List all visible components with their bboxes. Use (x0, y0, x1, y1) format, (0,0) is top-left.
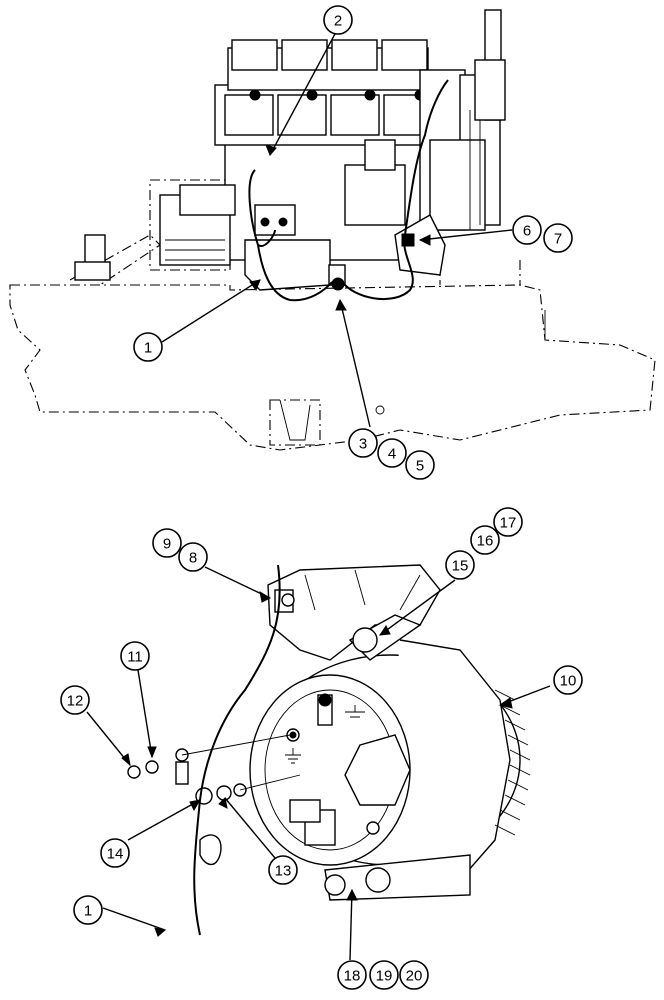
callout-label: 9 (163, 536, 171, 553)
cooling-fan (494, 689, 531, 836)
callout-c15: 15 (445, 550, 475, 580)
callout-c1b: 1 (73, 895, 103, 925)
callout-label: 10 (560, 673, 577, 690)
wiring-harness (248, 79, 449, 302)
callout-circle (399, 960, 429, 990)
callout-circle (323, 5, 353, 35)
callout-circle (445, 550, 475, 580)
callout-label: 20 (406, 968, 423, 985)
callout-label: 13 (275, 863, 292, 880)
callout-label: 6 (523, 223, 531, 240)
alternator-terminal-icon (345, 705, 365, 718)
shaft-nut (344, 734, 411, 806)
callout-circle (152, 528, 182, 558)
front-cover (74, 184, 236, 281)
engine-view (9, 9, 656, 451)
callout-c8: 8 (178, 542, 208, 572)
callout-circle (512, 215, 542, 245)
callout-label: 12 (67, 693, 84, 710)
callout-circle (493, 507, 523, 537)
callout-circle (470, 525, 500, 555)
callout-circle (405, 450, 435, 480)
callout-label: 5 (416, 458, 424, 475)
callout-c11: 11 (120, 641, 150, 671)
callout-label: 16 (477, 533, 494, 550)
callout-c7: 7 (543, 223, 573, 253)
callout-label: 4 (388, 446, 396, 463)
callout-circle (377, 438, 407, 468)
callout-circle (337, 960, 367, 990)
callout-c17: 17 (493, 507, 523, 537)
callout-circle (348, 428, 378, 458)
callout-circle (543, 223, 573, 253)
callout-c14: 14 (100, 838, 130, 868)
callout-c13: 13 (268, 855, 298, 885)
callout-circle (553, 665, 583, 695)
callout-c5: 5 (405, 450, 435, 480)
frame-outline (9, 284, 656, 451)
callout-c12: 12 (60, 685, 90, 715)
callout-label: 18 (344, 968, 361, 985)
callout-label: 1 (84, 903, 92, 920)
callout-circle (133, 332, 163, 362)
callout-c20: 20 (399, 960, 429, 990)
callout-label: 15 (452, 558, 469, 575)
callout-c2: 2 (323, 5, 353, 35)
wiring-harness-lower (193, 564, 281, 936)
callout-c6: 6 (512, 215, 542, 245)
callout-label: 11 (127, 649, 143, 666)
callout-c10: 10 (553, 665, 583, 695)
callout-c16: 16 (470, 525, 500, 555)
callout-circle (100, 838, 130, 868)
terminal-hardware (127, 748, 247, 805)
callout-circle (60, 685, 90, 715)
callout-c18: 18 (337, 960, 367, 990)
callout-c3: 3 (348, 428, 378, 458)
callout-c4: 4 (377, 438, 407, 468)
injection-pump (419, 9, 506, 231)
callout-label: 14 (107, 846, 124, 863)
callout-c1a: 1 (133, 332, 163, 362)
callout-label: 2 (334, 13, 342, 30)
callout-circle (120, 641, 150, 671)
callout-c19: 19 (369, 960, 399, 990)
callout-label: 3 (359, 436, 367, 453)
callout-label: 1 (144, 340, 152, 357)
callout-label: 19 (376, 968, 393, 985)
alternator-view (127, 564, 531, 936)
callout-label: 8 (189, 550, 197, 567)
callout-circle (178, 542, 208, 572)
callout-c9: 9 (152, 528, 182, 558)
ground-symbol-icon (285, 748, 301, 764)
starter-motor (344, 164, 406, 226)
callout-label: 7 (554, 231, 562, 248)
callout-circle (369, 960, 399, 990)
leader-lines (86, 31, 551, 961)
callout-circle (73, 895, 103, 925)
callout-label: 17 (500, 515, 517, 532)
callout-circle (268, 855, 298, 885)
